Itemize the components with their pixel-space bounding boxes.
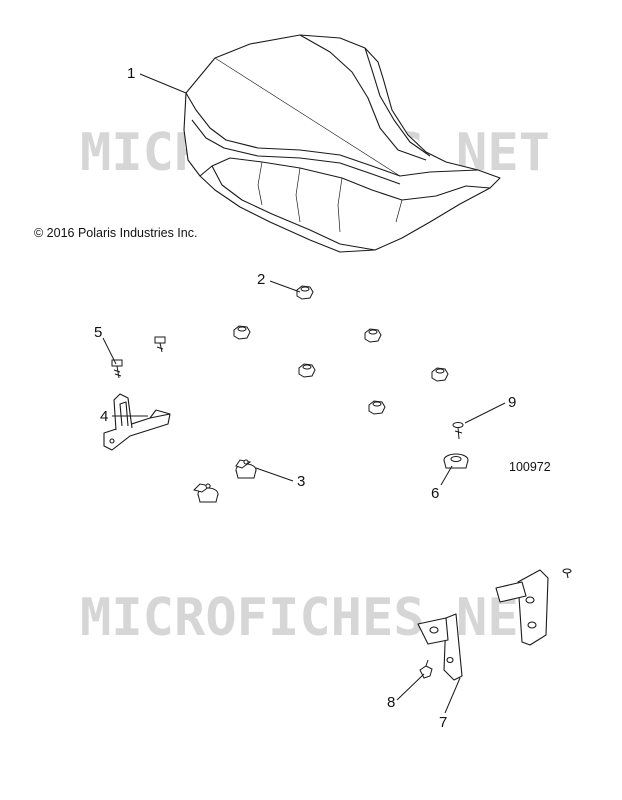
leader-lines — [102, 73, 506, 714]
grommet-part[interactable] — [443, 453, 469, 469]
clip-b — [193, 483, 219, 503]
latch-bracket-upper — [495, 569, 549, 646]
leader-1 — [139, 73, 187, 94]
callout-5: 5 — [94, 324, 103, 341]
callout-6: 6 — [431, 485, 440, 502]
callout-2: 2 — [257, 271, 266, 288]
leader-6 — [440, 465, 453, 486]
latch-bracket-lower — [417, 613, 463, 681]
nut-a — [233, 325, 251, 340]
copyright-text: © 2016 Polaris Industries Inc. — [34, 226, 198, 240]
screw-b — [154, 336, 166, 353]
clip-callout-3 — [235, 459, 257, 479]
screw-callout-9-part[interactable] — [452, 422, 464, 440]
nut-callout-2 — [296, 285, 314, 300]
watermark-bottom: MICROFICHES.NET — [80, 588, 550, 648]
leader-5 — [102, 337, 117, 365]
nut-part[interactable] — [233, 285, 449, 415]
callout-7: 7 — [439, 714, 448, 731]
callout-8: 8 — [387, 694, 396, 711]
screw-callout-8-part[interactable] — [419, 659, 433, 679]
bracket-part[interactable] — [103, 393, 171, 451]
callout-4: 4 — [100, 408, 109, 425]
leader-7 — [444, 677, 461, 714]
screw-part[interactable] — [111, 336, 166, 379]
leader-8 — [396, 673, 425, 701]
leader-3 — [255, 467, 294, 482]
nut-c — [298, 363, 316, 378]
seat-part[interactable] — [183, 34, 501, 253]
nut-e — [368, 400, 386, 415]
nut-d — [431, 367, 449, 382]
screw-callout-5 — [111, 359, 123, 379]
leader-2 — [269, 280, 301, 293]
nut-b — [364, 328, 382, 343]
clip-part[interactable] — [193, 459, 257, 503]
callout-1: 1 — [127, 65, 136, 82]
figure-number: 100972 — [509, 460, 551, 474]
callout-3: 3 — [297, 473, 306, 490]
screw-small — [562, 568, 572, 579]
callout-9: 9 — [508, 394, 517, 411]
latch-bracket-part[interactable] — [417, 568, 572, 681]
svg-text:MICROFICHES.NET: MICROFICHES.NET — [80, 588, 550, 648]
leader-9 — [464, 402, 506, 424]
